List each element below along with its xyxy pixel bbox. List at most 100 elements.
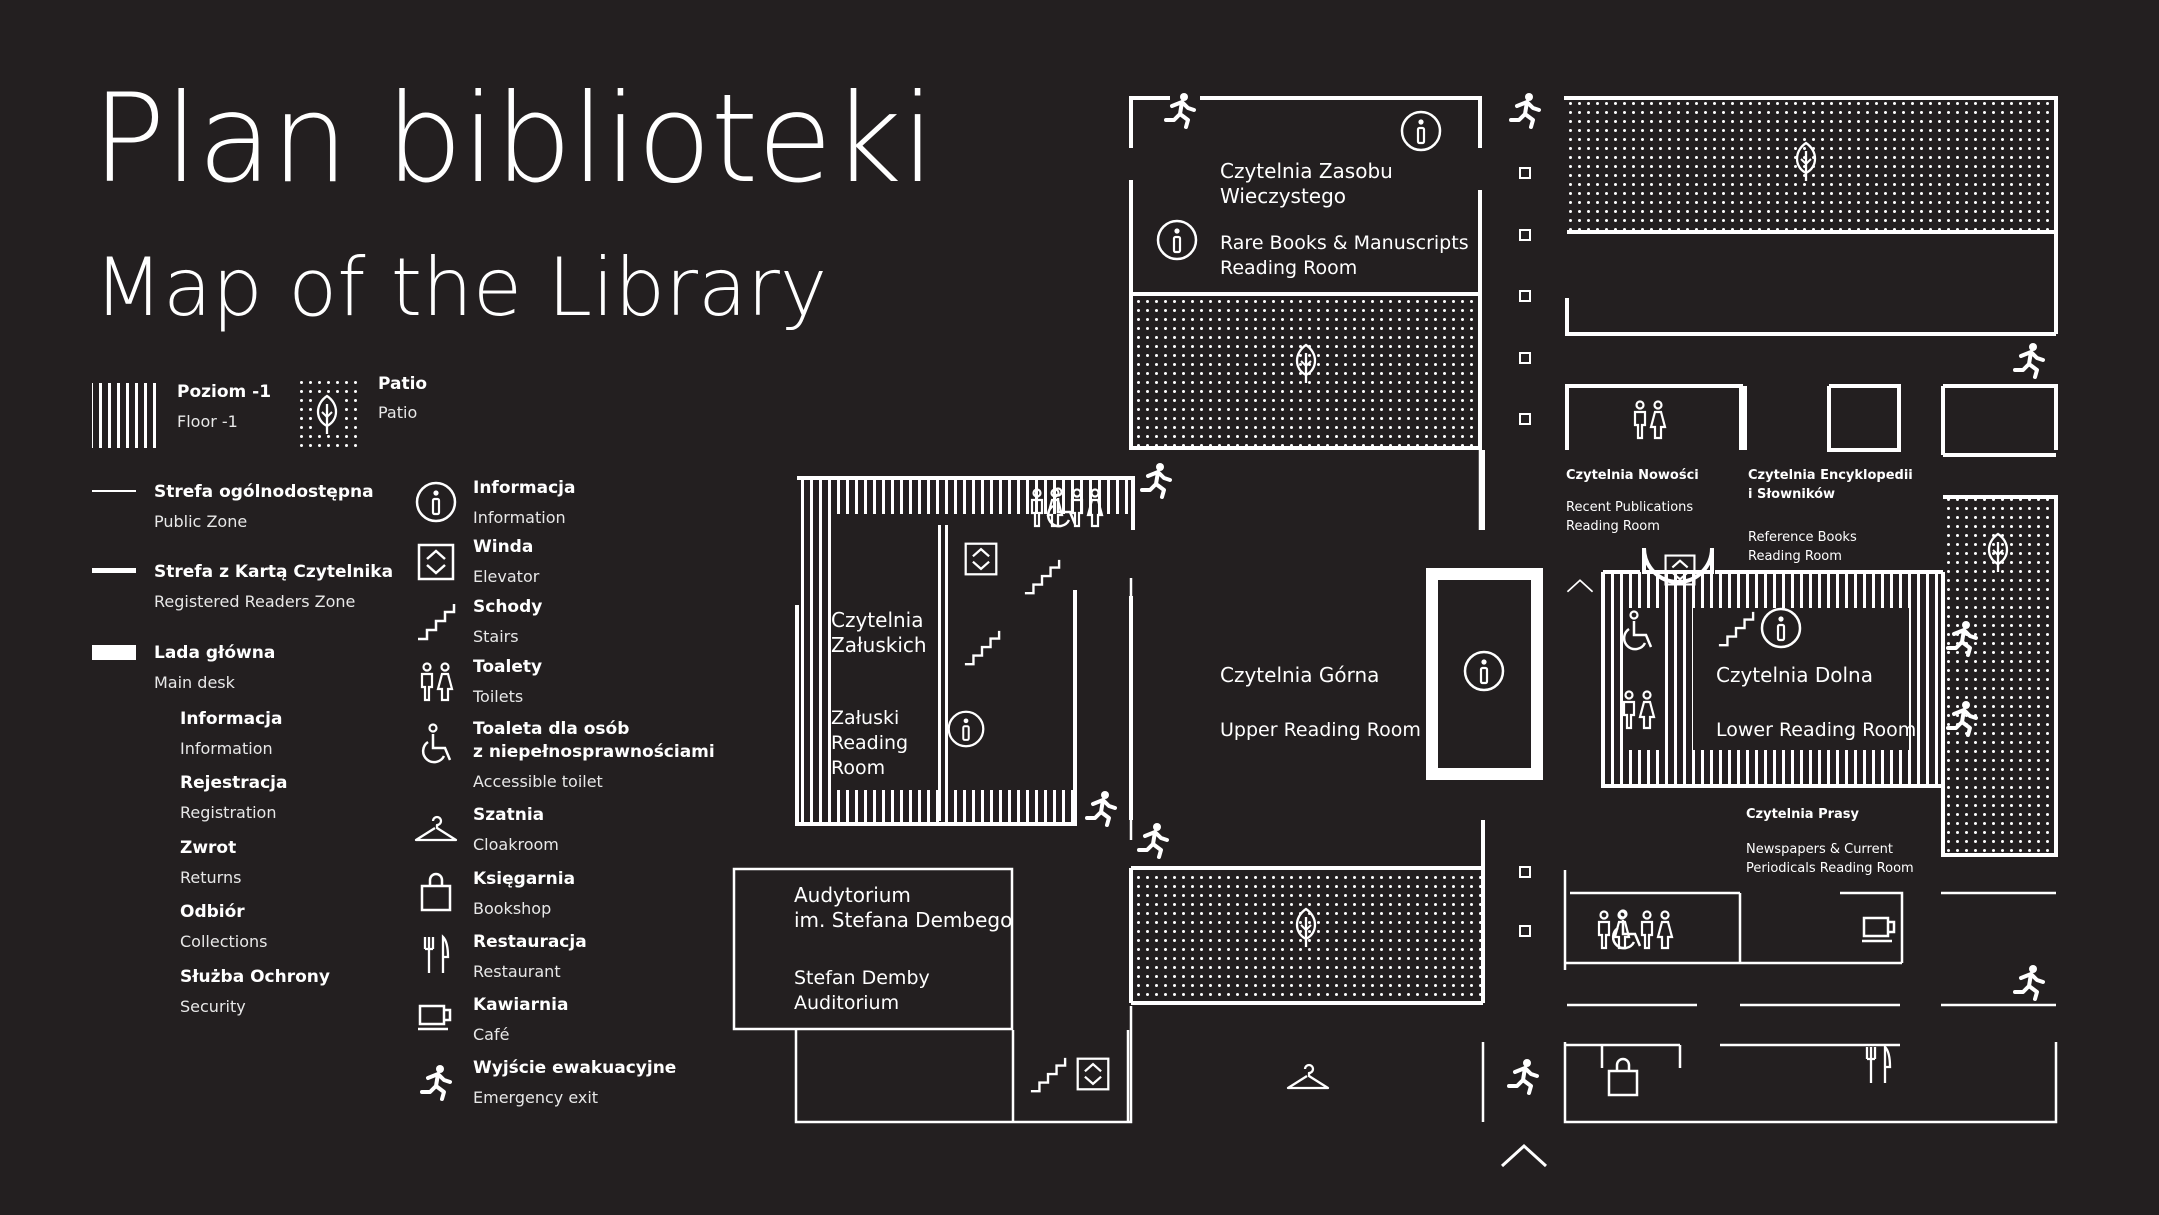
legend-icon-label-en: Restaurant — [473, 962, 561, 981]
elevator-icon — [417, 543, 455, 581]
legend-patio-label: Patio — [378, 374, 428, 394]
lower-floor-area — [799, 790, 1075, 826]
lower-floor-area — [799, 478, 833, 824]
room-label: Czytelnia Zasobu — [1220, 159, 1393, 183]
legend-patio-label-en: Patio — [378, 403, 418, 422]
room-label-en: Recent Publications — [1566, 500, 1693, 515]
room-label: Czytelnia Prasy — [1746, 807, 1860, 822]
legend-icon-label: Restauracja — [473, 932, 587, 952]
room-label: Wieczystego — [1220, 184, 1346, 208]
legend-icon-label-en: Elevator — [473, 567, 540, 586]
lower-floor-area — [1603, 572, 1943, 608]
legend-floor-label: Poziom -1 — [177, 382, 272, 402]
legend-icon-label: Toalety — [473, 657, 543, 677]
room-label: Czytelnia Encyklopedii — [1748, 468, 1913, 483]
legend-icon-label: Kawiarnia — [473, 995, 569, 1015]
desk-service-label-en: Information — [180, 739, 273, 758]
legend-icon-label-en: Café — [473, 1025, 510, 1044]
room-label: Czytelnia Dolna — [1716, 663, 1873, 687]
stairs-icon — [1023, 558, 1061, 595]
info-icon — [1760, 607, 1802, 649]
legend-icon-label-en: Bookshop — [473, 899, 552, 918]
toilets-icon — [1640, 910, 1674, 950]
page-title: Plan biblioteki — [92, 68, 935, 210]
room-labels: Czytelnia Zasobu Wieczystego Rare Books … — [794, 159, 1916, 1014]
info-icon — [1400, 110, 1442, 152]
emergency-exit-icon — [1140, 461, 1172, 499]
stairs-icon — [416, 602, 456, 641]
cloakroom-icon — [414, 815, 458, 842]
legend-icon-label-en: Emergency exit — [473, 1088, 599, 1107]
legend-public-zone-label-en: Public Zone — [154, 512, 248, 531]
elevator-icon — [1076, 1057, 1110, 1091]
room-label: Czytelnia — [831, 608, 924, 632]
cafe-icon — [1860, 916, 1896, 943]
bookshop-icon — [420, 872, 452, 912]
emergency-exit-icon — [1509, 91, 1541, 129]
elevator-icon — [964, 542, 998, 576]
desk-service-label: Służba Ochrony — [180, 967, 330, 987]
pillars — [1519, 167, 1531, 937]
legend-icon-label: Informacja — [473, 478, 576, 498]
stairs-icon — [1717, 610, 1755, 647]
info-icon — [1463, 650, 1505, 692]
room-label-en: Załuski — [831, 707, 899, 729]
room-label: Załuskich — [831, 633, 927, 657]
legend-floor-swatch — [92, 383, 160, 448]
desk-service-label-en: Collections — [180, 932, 268, 951]
emergency-exit-icon — [420, 1063, 452, 1101]
cafe-icon — [416, 1004, 452, 1031]
emergency-exit-icon — [1164, 91, 1196, 129]
cloakroom-icon — [1286, 1063, 1330, 1090]
lower-floor-area — [1659, 572, 1693, 786]
legend-readers-zone-label: Strefa z Kartą Czytelnika — [154, 562, 394, 582]
legend-icon-label: Toaleta dla osób — [473, 719, 630, 739]
restaurant-icon — [1865, 1045, 1892, 1085]
legend-icon-label: Winda — [473, 537, 534, 557]
emergency-exit-icon — [2013, 963, 2045, 1001]
emergency-exit-icon — [1085, 789, 1117, 827]
room-label-en: Room — [831, 757, 885, 779]
room-label-en: Reference Books — [1748, 530, 1857, 545]
legend-icon-label-en: Information — [473, 508, 566, 527]
info-icon — [415, 481, 457, 523]
room-label-en: Stefan Demby — [794, 967, 930, 989]
room-label-en: Periodicals Reading Room — [1746, 861, 1914, 876]
room-label-en: Upper Reading Room — [1220, 719, 1421, 741]
room-label-en: Reading Room — [1220, 257, 1357, 279]
page-subtitle: Map of the Library — [94, 241, 828, 334]
legend-main-desk-label: Lada główna — [154, 643, 276, 663]
desk-service-label: Informacja — [180, 709, 283, 729]
legend-public-zone-label: Strefa ogólnodostępna — [154, 482, 374, 502]
main-desk — [1426, 568, 1543, 780]
bookshop-icon — [1607, 1057, 1639, 1097]
room-label-en: Reading Room — [1566, 519, 1660, 534]
walls-public-zone — [732, 450, 2058, 1124]
legend-main-desk-label-en: Main desk — [154, 673, 235, 692]
legend-patio-swatch — [294, 375, 358, 449]
room-label: Czytelnia Nowości — [1566, 468, 1699, 483]
desk-service-label: Odbiór — [180, 902, 245, 922]
desk-service-label-en: Security — [180, 997, 246, 1016]
desk-service-label-en: Returns — [180, 868, 242, 887]
lower-floor-area — [1909, 572, 1943, 786]
legend-icon-label: Wyjście ewakuacyjne — [473, 1058, 677, 1078]
desk-service-label: Rejestracja — [180, 773, 288, 793]
desk-service-label-en: Registration — [180, 803, 277, 822]
toilets-icon — [420, 662, 454, 702]
lower-floor-area — [1603, 750, 1943, 786]
restaurant-icon — [423, 935, 450, 975]
emergency-exit-icon — [2013, 341, 2045, 379]
legend-icon-label-en: Toilets — [473, 687, 524, 706]
entrance-chevron-icon — [1500, 1144, 1548, 1168]
room-label-en: Reading Room — [1748, 549, 1842, 564]
info-icon — [947, 710, 985, 748]
emergency-exit-icon — [1137, 821, 1169, 859]
room-label-en: Reading — [831, 732, 908, 754]
legend-public-zone-line — [92, 490, 136, 492]
room-label-en: Newspapers & Current — [1746, 842, 1893, 857]
legend-icon-label-en: Accessible toilet — [473, 772, 603, 791]
info-icon — [1156, 219, 1198, 261]
accessible-toilet-icon — [421, 723, 452, 764]
room-label-en: Lower Reading Room — [1716, 719, 1916, 741]
